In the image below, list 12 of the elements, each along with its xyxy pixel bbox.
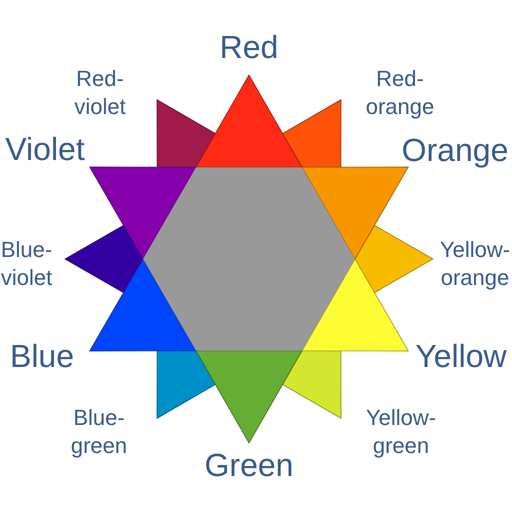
color-label: Yellow-orange	[440, 236, 510, 292]
color-label: Red-violet	[74, 65, 126, 121]
color-label: Orange	[402, 132, 508, 168]
color-label: Yellow-green	[366, 404, 436, 460]
color-label: Red	[220, 29, 278, 65]
color-label: Red-orange	[366, 65, 434, 121]
color-label: Violet	[5, 131, 85, 167]
color-label: Blue-violet	[0, 236, 52, 292]
color-label: Blue-green	[70, 404, 128, 460]
color-label: Yellow	[415, 338, 507, 374]
color-label: Blue	[10, 338, 74, 374]
color-label: Green	[204, 447, 294, 483]
